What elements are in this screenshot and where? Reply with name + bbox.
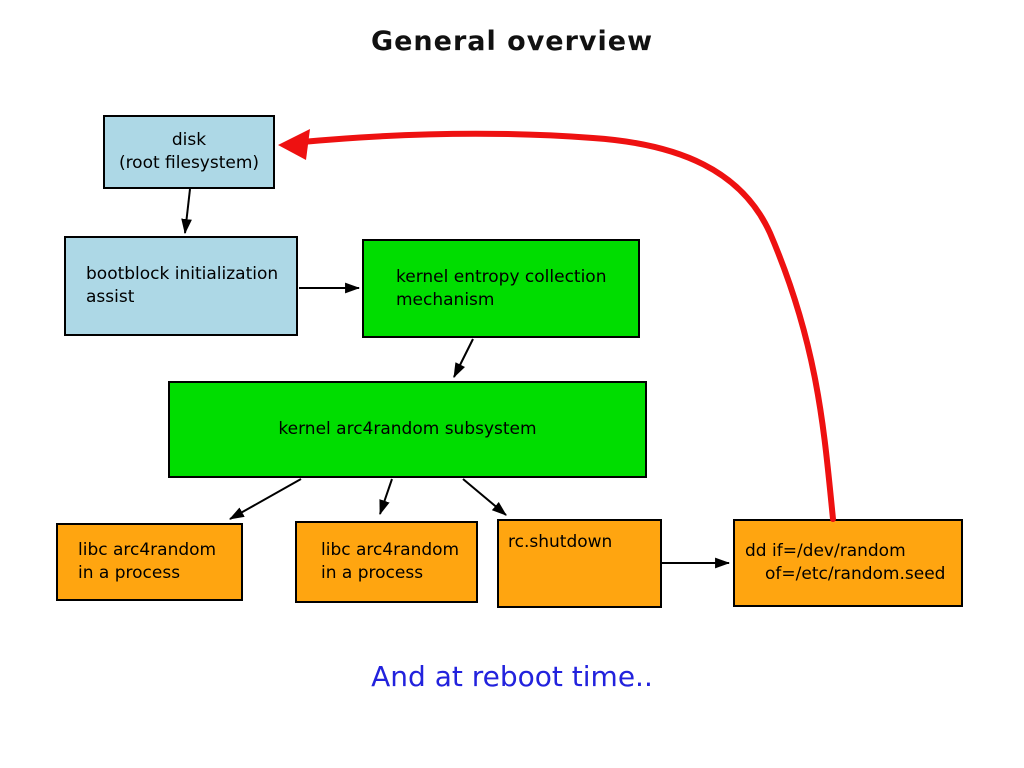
node-dd-random-seed: dd if=/dev/random of=/etc/random.seed [733,519,963,607]
node-rc-shutdown: rc.shutdown [497,519,662,608]
node-arc4-line1: kernel arc4random subsystem [278,419,537,439]
arrow-entropy-to-arc4random [453,338,474,378]
page-title: General overview [370,26,654,57]
arrow-arc4random-to-rc-shutdown [462,478,507,516]
node-bootblock-line2: assist [86,287,135,307]
node-kernel-entropy-collection: kernel entropy collection mechanism [362,239,640,338]
node-dd-line1: dd if=/dev/random [745,541,906,561]
node-entropy-line1: kernel entropy collection [396,266,607,287]
reboot-time-caption: And at reboot time.. [371,660,653,693]
node-disk-line2: (root filesystem) [118,153,260,173]
node-rcsd-line1: rc.shutdown [508,532,613,552]
arrow-dd-to-disk-reboot-head [278,129,310,160]
node-libc2-line1: libc arc4random [321,540,460,560]
node-libc-arc4random-2: libc arc4random in a process [295,521,478,603]
node-libc1-line2: in a process [78,563,181,583]
arrow-disk-to-bootblock [181,188,192,235]
node-libc1-line1: libc arc4random [78,540,217,560]
node-disk-line1: disk [171,130,207,150]
node-kernel-arc4random-subsystem: kernel arc4random subsystem [168,381,647,478]
arrow-arc4random-to-libc1 [229,478,302,520]
node-bootblock-line1: bootblock initialization [86,264,279,284]
node-entropy-line2: mechanism [396,289,495,310]
node-libc-arc4random-1: libc arc4random in a process [56,523,243,601]
node-dd-line2: of=/etc/random.seed [765,564,946,584]
node-bootblock-initialization-assist: bootblock initialization assist [64,236,298,336]
node-disk: disk (root filesystem) [103,115,275,189]
node-libc2-line2: in a process [321,563,424,583]
arrow-arc4random-to-libc2 [379,478,393,516]
